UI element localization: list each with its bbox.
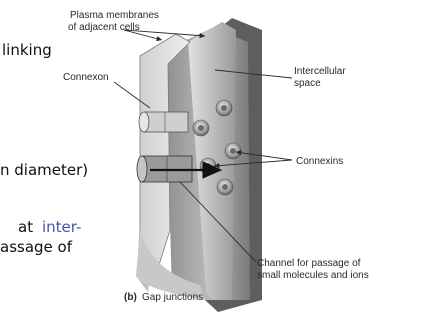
- connexin-particle-5: [217, 179, 233, 195]
- connexin-particle-2: [216, 100, 232, 116]
- intercellular-space-label-line2: space: [294, 78, 321, 89]
- plasma-membranes-label-line2: of adjacent cells: [68, 22, 140, 33]
- connexins-label: Connexins: [296, 156, 343, 167]
- connexin-particle-3: [225, 143, 241, 159]
- caption-letter: (b): [124, 292, 137, 303]
- channel-label-line2: small molecules and ions: [257, 270, 369, 281]
- slide-text-line2: n diameter): [0, 161, 88, 179]
- connexin-particle-4: [200, 158, 216, 174]
- intercellular-space-label-line1: Intercellular: [294, 66, 346, 77]
- slide-text-line1: linking: [2, 41, 52, 59]
- plasma-membranes-label-line1: Plasma membranes: [70, 10, 159, 21]
- slide-text-line4: assage of: [0, 238, 73, 256]
- connexon-cylinder-top: [139, 112, 188, 132]
- slide-text-line3-blue: inter-: [42, 218, 81, 236]
- connexin-particle-1: [193, 120, 209, 136]
- slide-text-line3-black: at: [18, 218, 33, 236]
- channel-label-line1: Channel for passage of: [257, 258, 361, 269]
- caption-text: Gap junctions: [142, 292, 203, 303]
- connexon-label: Connexon: [63, 72, 109, 83]
